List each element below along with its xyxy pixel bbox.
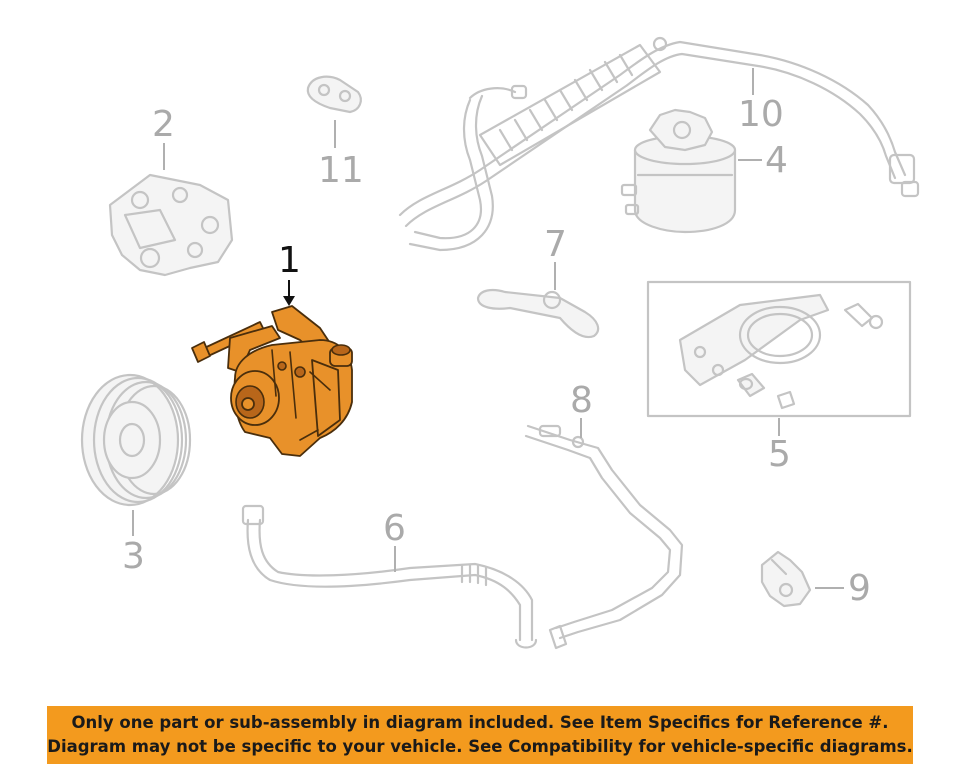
callout-3: 3	[122, 536, 145, 577]
callout-1: 1	[278, 240, 301, 281]
callout-7: 7	[544, 224, 567, 265]
disclaimer-banner: Only one part or sub-assembly in diagram…	[47, 706, 913, 764]
part-6-hose	[241, 504, 538, 649]
part-9-clip	[760, 550, 812, 608]
callout-8: 8	[570, 380, 593, 421]
callout-9: 9	[848, 568, 871, 609]
part-1-power-steering-pump	[191, 305, 353, 457]
part-4-reservoir	[620, 108, 737, 234]
parts-diagram: 2 11 10 4	[80, 36, 920, 650]
part-11-clip	[306, 75, 362, 114]
callout-11: 11	[318, 150, 364, 191]
part-10-hose-cooler	[398, 36, 920, 252]
disclaimer-line-1: Only one part or sub-assembly in diagram…	[71, 713, 889, 732]
disclaimer-line-2: Diagram may not be specific to your vehi…	[47, 737, 913, 756]
callout-5: 5	[768, 434, 791, 475]
part-2-bracket	[108, 173, 234, 277]
leader-1-arrowhead	[283, 296, 295, 306]
part-8-return-line	[524, 424, 684, 650]
callout-2: 2	[152, 104, 175, 145]
part-5-clamp-kit	[646, 280, 912, 418]
callout-10: 10	[738, 94, 784, 135]
callout-4: 4	[765, 140, 788, 181]
part-7-hose	[476, 288, 600, 339]
part-3-pulley	[80, 373, 192, 507]
callout-6: 6	[383, 508, 406, 549]
